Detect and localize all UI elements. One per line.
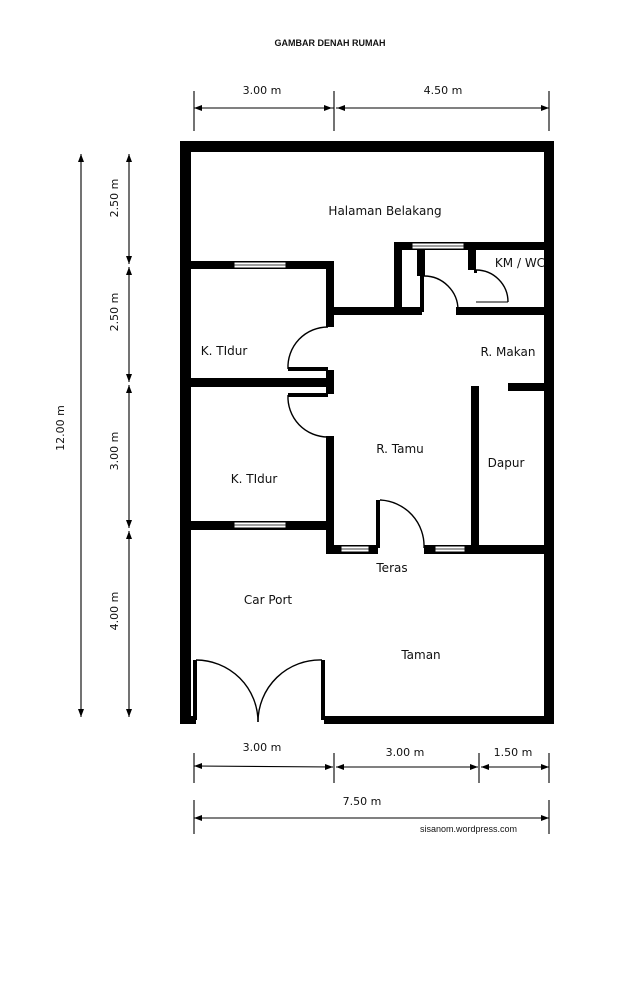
dim-bottom-3: 1.50 m <box>494 746 533 759</box>
dim-left-4: 4.00 m <box>108 592 121 631</box>
dimension-bottom-total: 7.50 m <box>193 795 550 834</box>
dimension-top: 3.00 m 4.50 m <box>193 84 550 131</box>
dim-left-3: 3.00 m <box>108 432 121 471</box>
window-front-right <box>434 545 466 553</box>
bedroom1-wall-right-upper <box>326 261 334 327</box>
door-bedroom1 <box>287 326 329 371</box>
kitchen-wall-top-stub <box>508 383 548 391</box>
dim-top-right: 4.50 m <box>424 84 463 97</box>
windows <box>233 242 466 553</box>
outer-wall-top <box>180 141 554 152</box>
door-entrance <box>376 499 425 549</box>
room-label-halaman-belakang: Halaman Belakang <box>328 204 441 218</box>
gate-carport <box>193 659 325 723</box>
room-label-km-wc: KM / WC <box>495 256 545 270</box>
room-label-car-port: Car Port <box>244 593 293 607</box>
dim-top-left: 3.00 m <box>243 84 282 97</box>
dim-bottom-1: 3.00 m <box>243 741 282 754</box>
window-bathroom <box>411 242 465 250</box>
window-bedroom2 <box>233 521 287 529</box>
room-label-k-tidur-1: K. TIdur <box>201 344 248 358</box>
room-label-r-makan: R. Makan <box>481 345 536 359</box>
dim-left-2: 2.50 m <box>108 293 121 332</box>
hall-wall-top <box>326 307 422 315</box>
dimension-bottom-segments: 3.00 m 3.00 m 1.50 m <box>193 741 550 783</box>
page-title: GAMBAR DENAH RUMAH <box>275 38 386 48</box>
window-front-left <box>340 545 370 553</box>
door-wc <box>474 269 509 303</box>
room-label-r-tamu: R. Tamu <box>376 442 424 456</box>
source-credit: sisanom.wordpress.com <box>420 824 517 834</box>
outer-wall-left <box>180 141 191 724</box>
room-labels: Halaman Belakang KM / WC K. TIdur R. Mak… <box>201 204 545 662</box>
hall-wall-top-right <box>456 307 548 315</box>
room-label-dapur: Dapur <box>488 456 525 470</box>
bathroom-wall-left <box>394 242 402 312</box>
bathroom-partition <box>468 242 476 270</box>
kitchen-wall-left <box>471 386 479 554</box>
kitchen-wall-bottom <box>471 545 548 554</box>
door-bedroom2 <box>287 393 329 438</box>
dim-bottom-2: 3.00 m <box>386 746 425 759</box>
dim-bottom-total: 7.50 m <box>343 795 382 808</box>
dim-left-total: 12.00 m <box>54 405 67 451</box>
dim-left-1: 2.50 m <box>108 179 121 218</box>
bathroom-wall-inner <box>417 242 425 276</box>
doors <box>193 269 509 723</box>
bedroom-partition-right <box>326 370 334 394</box>
outer-wall-bottom <box>324 716 554 724</box>
bedroom1-wall-bottom <box>186 378 334 387</box>
walls <box>180 141 554 724</box>
room-label-k-tidur-2: K. TIdur <box>231 472 278 486</box>
room-label-taman: Taman <box>400 648 440 662</box>
dimension-left-total: 12.00 m <box>54 154 84 717</box>
bedroom2-wall-right <box>326 436 334 553</box>
door-bathroom <box>420 275 459 312</box>
dimension-left-segments: 2.50 m 2.50 m 3.00 m 4.00 m <box>108 154 132 717</box>
window-bedroom1 <box>233 261 287 269</box>
room-label-teras: Teras <box>375 561 407 575</box>
outer-wall-right <box>544 141 554 724</box>
